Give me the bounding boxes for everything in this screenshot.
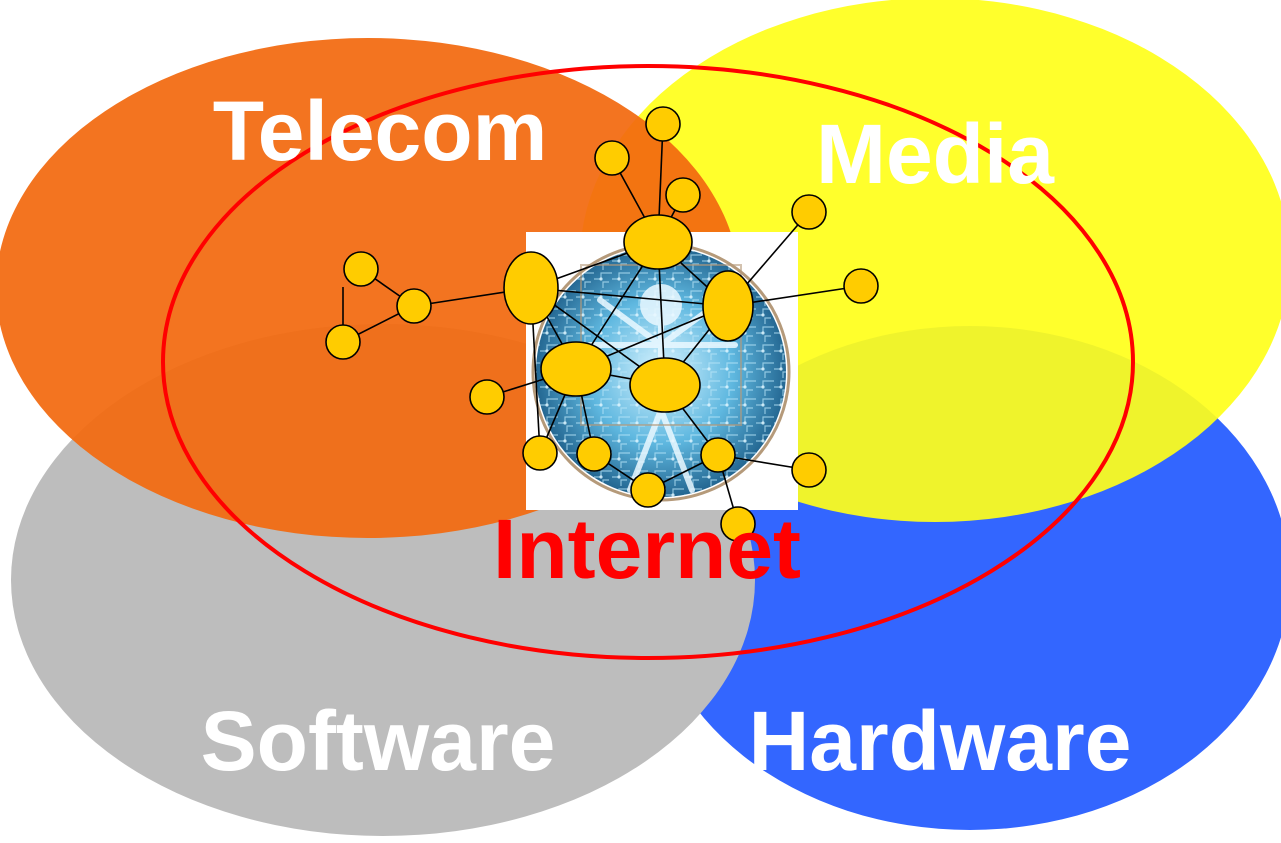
network-node (623, 214, 693, 270)
network-node (540, 341, 612, 397)
label-internet: Internet (493, 502, 801, 596)
network-nodes (325, 106, 879, 542)
network-node (343, 251, 379, 287)
network-node (469, 379, 505, 415)
label-hardware: Hardware (749, 694, 1132, 788)
network-node (630, 472, 666, 508)
network-node (791, 194, 827, 230)
network-node (576, 436, 612, 472)
label-software: Software (201, 694, 556, 788)
network-node (665, 177, 701, 213)
label-telecom: Telecom (213, 84, 548, 178)
network-node (645, 106, 681, 142)
label-media: Media (816, 107, 1055, 201)
network-node (522, 435, 558, 471)
network-node (720, 506, 756, 542)
network-node (594, 140, 630, 176)
internet-ellipse (161, 64, 1135, 660)
network-node (843, 268, 879, 304)
network-node (396, 288, 432, 324)
network-node (503, 251, 559, 325)
network-node (702, 270, 754, 342)
network-node (700, 437, 736, 473)
network-node (325, 324, 361, 360)
network-node (791, 452, 827, 488)
network-node (629, 357, 701, 413)
